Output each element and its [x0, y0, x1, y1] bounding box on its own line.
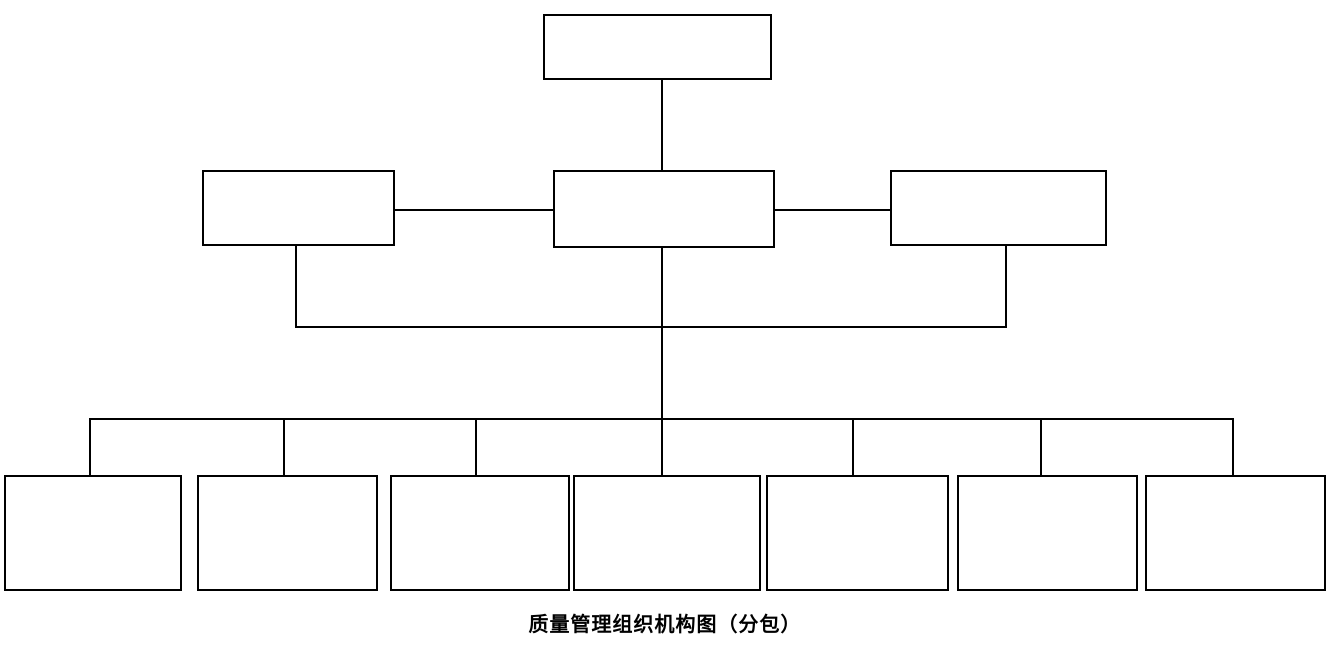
org-node-leaf-7[interactable]	[1145, 475, 1326, 591]
connector-leaf-2-drop	[283, 418, 285, 475]
org-node-leaf-3[interactable]	[390, 475, 570, 591]
org-node-top[interactable]	[543, 14, 772, 80]
chart-caption: 质量管理组织机构图（分包）	[528, 614, 802, 636]
connector-leaf-3-drop	[475, 418, 477, 475]
connector-leaf-1-drop	[89, 418, 91, 475]
org-node-mid-right[interactable]	[890, 170, 1107, 246]
connector-center-trunk	[661, 248, 663, 419]
connector-center-to-mid-right	[775, 209, 890, 211]
connector-leaf-5-drop	[852, 418, 854, 475]
connector-center-to-mid-left	[395, 209, 553, 211]
org-node-mid-center[interactable]	[553, 170, 775, 248]
org-node-mid-left[interactable]	[202, 170, 395, 246]
connector-mid-left-drop	[295, 246, 297, 328]
connector-top-to-center-stem	[661, 80, 663, 170]
org-node-leaf-2[interactable]	[197, 475, 378, 591]
org-node-leaf-1[interactable]	[4, 475, 182, 591]
connector-mid-right-drop	[1005, 246, 1007, 328]
connector-leaf-7-drop	[1232, 418, 1234, 475]
connector-leaf-6-drop	[1040, 418, 1042, 475]
connector-leaf-4-drop	[661, 418, 663, 475]
org-node-leaf-5[interactable]	[766, 475, 949, 591]
connector-mid-bus	[295, 326, 1007, 328]
org-node-leaf-6[interactable]	[957, 475, 1138, 591]
org-node-leaf-4[interactable]	[573, 475, 761, 591]
